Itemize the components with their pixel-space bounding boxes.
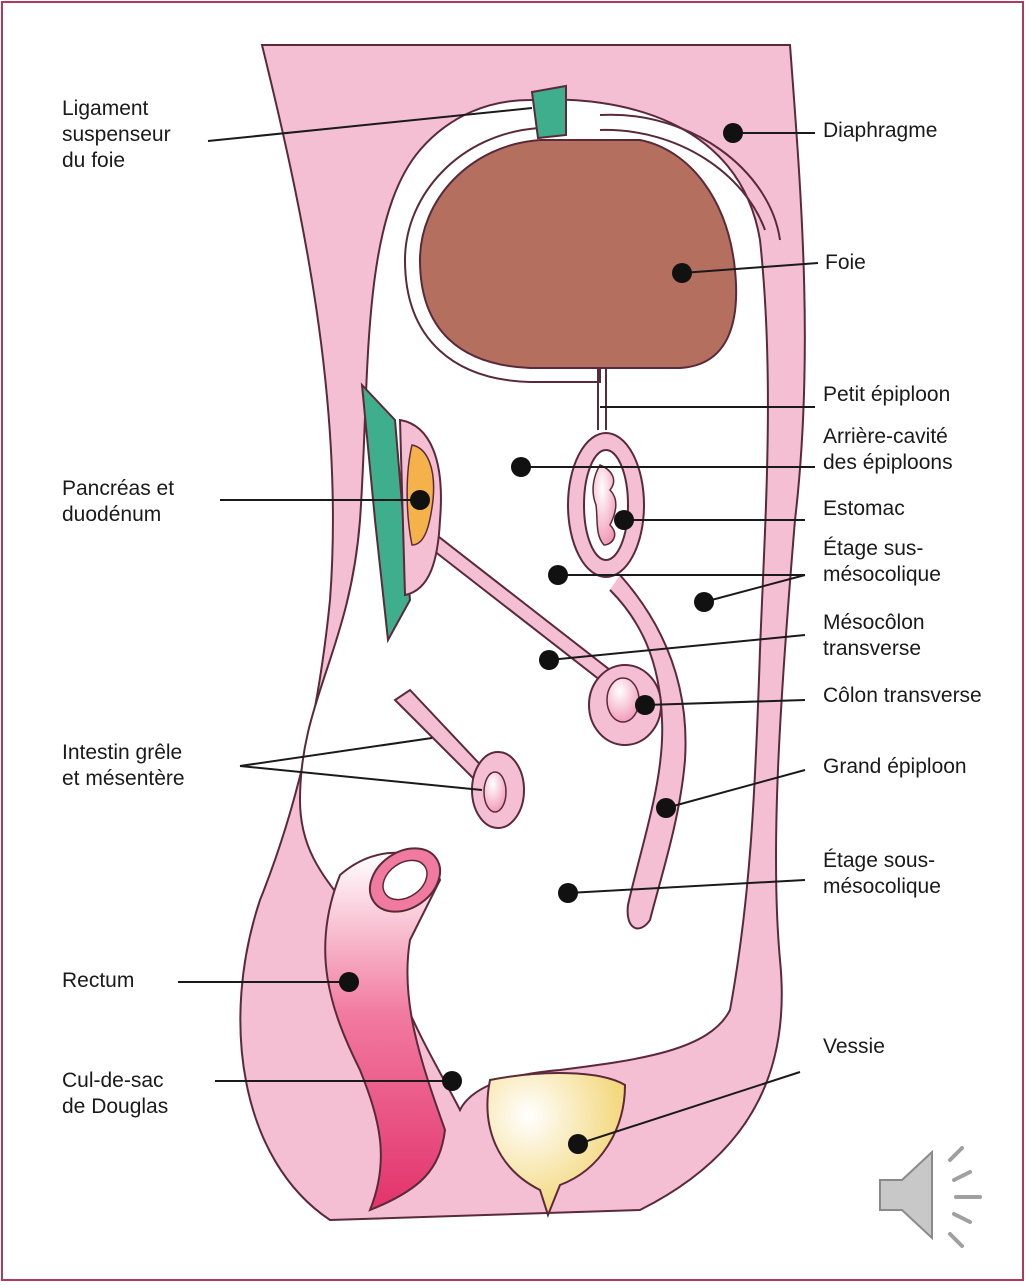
label-ligament-suspenseur: Ligament suspenseur du foie xyxy=(62,96,171,174)
label-douglas: Cul-de-sac de Douglas xyxy=(62,1068,168,1120)
label-grand-epiploon: Grand épiploon xyxy=(823,754,967,780)
suspensory-ligament xyxy=(532,86,566,138)
label-pancreas: Pancréas et duodénum xyxy=(62,476,174,528)
liver-shape xyxy=(420,140,736,368)
speaker-icon[interactable] xyxy=(870,1140,1000,1250)
label-intestin: Intestin grêle et mésentère xyxy=(62,740,185,792)
label-estomac: Estomac xyxy=(823,496,905,522)
label-etage-sus: Étage sus- mésocolique xyxy=(823,536,941,588)
label-diaphragme: Diaphragme xyxy=(823,118,937,144)
label-vessie: Vessie xyxy=(823,1034,885,1060)
label-arriere-cavite: Arrière-cavité des épiploons xyxy=(823,424,953,476)
label-colon-transverse: Côlon transverse xyxy=(823,683,982,709)
label-petit-epiploon: Petit épiploon xyxy=(823,382,950,408)
label-mesocolon: Mésocôlon transverse xyxy=(823,610,925,662)
label-foie: Foie xyxy=(825,250,866,276)
label-rectum: Rectum xyxy=(62,968,134,994)
label-etage-sous: Étage sous- mésocolique xyxy=(823,848,941,900)
